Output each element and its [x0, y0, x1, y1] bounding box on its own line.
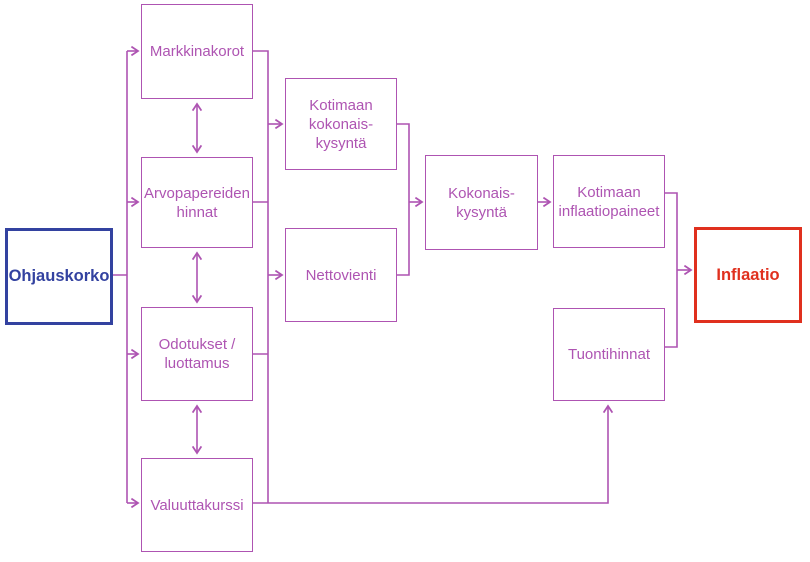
node-odotukset-luottamus: Odotukset / luottamus	[141, 307, 253, 401]
node-inflaatio: Inflaatio	[694, 227, 802, 323]
node-nettovienti: Nettovienti	[285, 228, 397, 322]
node-ohjauskorko: Ohjauskorko	[5, 228, 113, 325]
node-tuontihinnat-label: Tuontihinnat	[567, 346, 650, 363]
node-kotimaan-inflaatiopaineet-label: Kotimaan inflaatiopaineet	[558, 183, 660, 220]
node-arvopapereiden-hinnat-label: Arvopapereiden hinnat	[144, 184, 250, 221]
node-kotimaan-kokonaiskysynta: Kotimaan kokonais- kysyntä	[285, 78, 397, 170]
node-valuuttakurssi-label: Valuuttakurssi	[150, 496, 244, 514]
node-kokonaiskysynta-label: Kokonais- kysyntä	[448, 184, 515, 221]
node-valuuttakurssi: Valuuttakurssi	[141, 458, 253, 552]
node-kokonaiskysynta: Kokonais- kysyntä	[425, 155, 538, 250]
node-markkinakorot-label: Markkinakorot	[149, 43, 245, 60]
edge-inflation-merge	[665, 192, 678, 348]
node-markkinakorot: Markkinakorot	[141, 4, 253, 99]
node-inflaatio-label: Inflaatio	[716, 265, 780, 284]
edge-demand-merge	[397, 123, 410, 276]
node-nettovienti-label: Nettovienti	[305, 266, 377, 284]
node-ohjauskorko-label: Ohjauskorko	[8, 267, 110, 285]
edge-valuuttakurssi-to-tuontihinnat	[253, 404, 614, 504]
node-odotukset-luottamus-label: Odotukset / luottamus	[158, 336, 236, 372]
node-kotimaan-kokonaiskysynta-label: Kotimaan kokonais- kysyntä	[308, 96, 374, 152]
node-kotimaan-inflaatiopaineet: Kotimaan inflaatiopaineet	[553, 155, 665, 248]
node-tuontihinnat: Tuontihinnat	[553, 308, 665, 401]
edge-channels-collector	[253, 50, 269, 503]
node-arvopapereiden-hinnat: Arvopapereiden hinnat	[141, 157, 253, 248]
edge-ohjauskorko-trunk	[113, 51, 128, 503]
